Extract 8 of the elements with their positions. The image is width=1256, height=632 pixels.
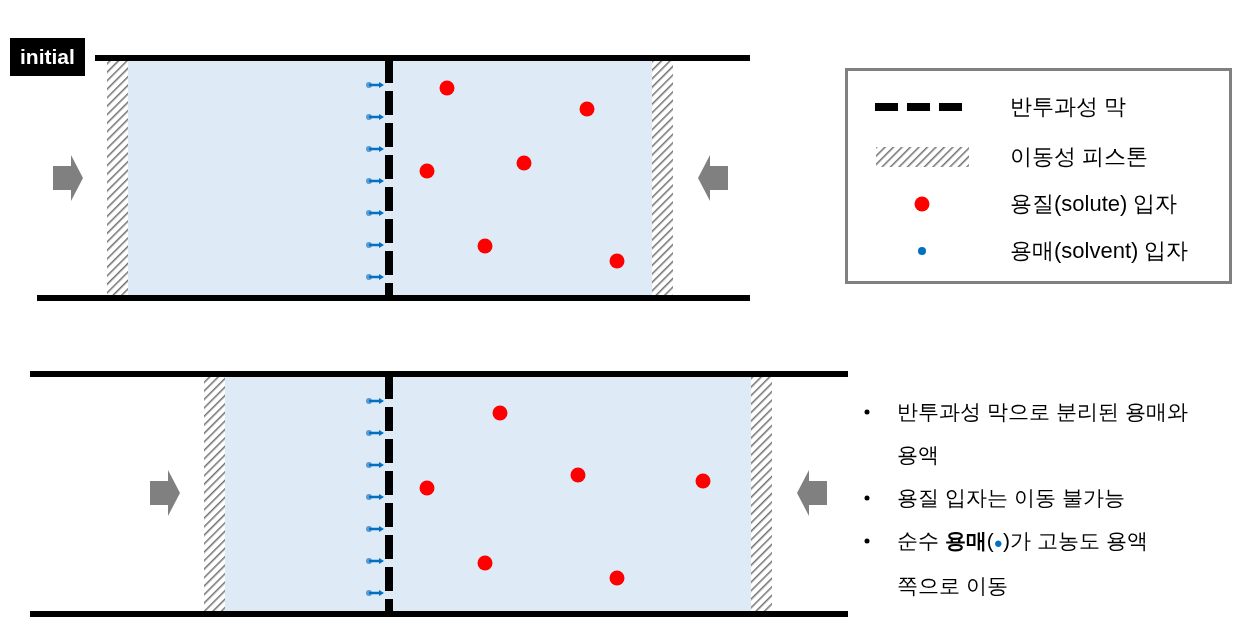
bullet-text: 용질 입자는 이동 불가능 (897, 486, 1125, 509)
legend-label: 반투과성 막 (1010, 93, 1127, 121)
bullet-text: 순수 용매(●)가 고농도 용액 쪽으로 이동 (897, 529, 1148, 597)
legend-label: 용질(solute) 입자 (1010, 190, 1178, 218)
legend-label: 용매(solvent) 입자 (1010, 237, 1189, 265)
bullet-text: 반투과성 막으로 분리된 용매와 용액 (897, 400, 1188, 466)
panel-tag: initial (10, 38, 85, 76)
legend-label: 이동성 피스톤 (1010, 143, 1149, 171)
